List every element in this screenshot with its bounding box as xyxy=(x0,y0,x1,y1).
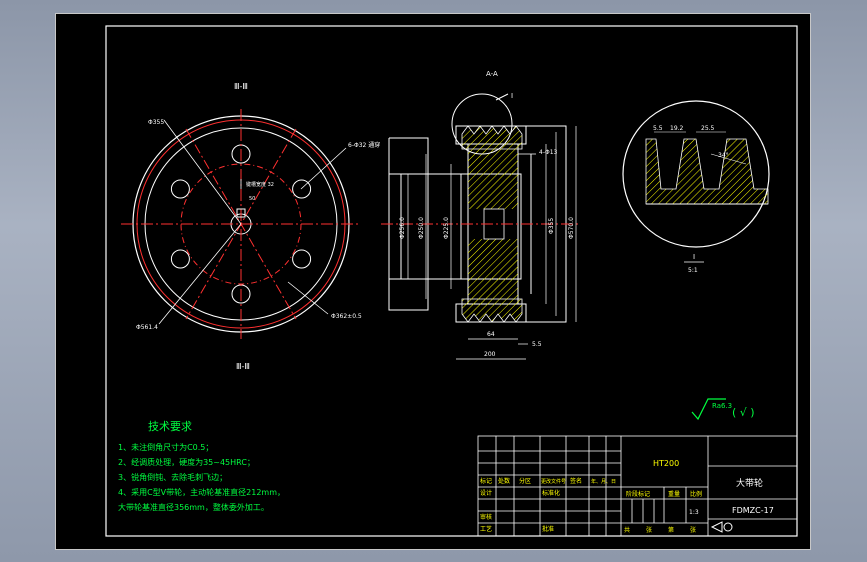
section-text: A-A I 4-Φ13 Φ256.0 Φ250.0 Φ225.0 Φ355 Φ5… xyxy=(399,70,575,358)
tb-r1: 标准化 xyxy=(542,489,560,497)
bolt-hole xyxy=(170,179,190,199)
section-label-top: Ⅲ-Ⅲ xyxy=(234,82,248,91)
tb-weight: 重量 xyxy=(668,490,680,498)
tb-s2: 第 xyxy=(668,526,674,534)
section-label-bottom: Ⅲ-Ⅲ xyxy=(236,362,250,371)
tb-s0: 共 xyxy=(624,526,630,534)
tb-material: HT200 xyxy=(653,459,679,468)
detail-marker-label: I xyxy=(511,92,513,100)
detail-text: 5.5 19.2 25.5 34° I 5:1 xyxy=(653,125,729,274)
tb-scale: 1:3 xyxy=(689,509,699,516)
tb-drawing-no: FDMZC-17 xyxy=(732,506,774,515)
tech-item: 2、经调质处理，硬度为35~45HRC； xyxy=(118,457,255,467)
dim-d2: Φ250.0 xyxy=(418,217,425,239)
section-title: A-A xyxy=(486,70,498,78)
title-block-text: HT200 大带轮 FDMZC-17 1:3 标记 处数 分区 更改文件号 签名… xyxy=(480,459,774,534)
section-hatching xyxy=(461,125,523,323)
roughness-value: Ra6.3 xyxy=(712,402,732,410)
detail-marker-circle xyxy=(451,93,513,155)
drawing-frame: Ⅲ-Ⅲ Ⅲ-Ⅲ Φ355 6-Φ32 通穿 Φ561.4 Φ362±0.5 键槽… xyxy=(55,13,811,550)
dim-hub: 50 xyxy=(249,196,255,202)
dim-step: 5.5 xyxy=(532,341,542,348)
tb-part-name: 大带轮 xyxy=(736,477,763,489)
hub-outline-left xyxy=(388,137,429,311)
dim-bore: Φ355 xyxy=(148,119,164,126)
inner-border xyxy=(105,25,798,537)
dim-d3: Φ225.0 xyxy=(443,217,450,239)
title-block xyxy=(477,435,798,537)
dim-bolt-holes: 6-Φ32 通穿 xyxy=(348,141,380,149)
tb-r3: 工艺 xyxy=(480,525,492,533)
left-view-text: Ⅲ-Ⅲ Ⅲ-Ⅲ Φ355 6-Φ32 通穿 Φ561.4 Φ362±0.5 键槽… xyxy=(136,82,380,371)
detail-view xyxy=(622,100,770,248)
bolt-hole xyxy=(292,179,312,199)
dim-outer: Φ561.4 xyxy=(136,324,158,331)
dim-groove: 4-Φ13 xyxy=(539,149,558,156)
cad-drawing: Ⅲ-Ⅲ Ⅲ-Ⅲ Φ355 6-Φ32 通穿 Φ561.4 Φ362±0.5 键槽… xyxy=(105,25,798,537)
bolt-hole xyxy=(292,249,312,269)
dim-d4: Φ355 xyxy=(548,218,555,234)
tb-h0: 标记 xyxy=(480,477,492,485)
tb-h1: 处数 xyxy=(498,477,510,485)
tb-h4: 签名 xyxy=(570,477,582,485)
detail-angle: 34° xyxy=(718,152,729,159)
tech-title: 技术要求 xyxy=(148,420,192,433)
leader-boltcircle xyxy=(287,281,329,315)
tb-s3: 张 xyxy=(690,526,696,534)
bolt-hole xyxy=(170,249,190,269)
section-dimensions xyxy=(407,126,577,360)
leader-bore xyxy=(163,119,242,225)
tech-item: 1、未注倒角尺寸为C0.5； xyxy=(118,442,213,452)
leader-outer xyxy=(158,223,242,325)
roughness-check: ( √ ) xyxy=(732,406,755,419)
detail-dim-2: 19.2 xyxy=(670,125,684,132)
dim-d5: Φ570.0 xyxy=(568,217,575,239)
detail-label: I xyxy=(693,253,695,261)
dim-d1: Φ256.0 xyxy=(399,217,406,239)
tb-stage: 阶段标记 xyxy=(626,490,650,498)
tech-item: 大带轮基准直径356mm，整体委外加工。 xyxy=(118,502,269,512)
tb-scale-label: 比例 xyxy=(690,490,702,498)
tb-h2: 分区 xyxy=(519,477,531,485)
dim-keyway: 键槽宽度 32 xyxy=(246,181,274,188)
tb-r0: 设计 xyxy=(480,489,492,497)
tech-requirements: 技术要求 1、未注倒角尺寸为C0.5； 2、经调质处理，硬度为35~45HRC；… xyxy=(118,420,285,512)
tech-item: 4、采用C型V带轮，主动轮基准直径212mm， xyxy=(118,487,285,497)
tb-h3: 更改文件号 xyxy=(541,478,566,485)
left-view xyxy=(121,109,361,339)
leader-bolt xyxy=(300,147,347,190)
dim-width: 200 xyxy=(484,351,496,358)
tb-s1: 张 xyxy=(646,526,652,534)
tb-h5: 年、月、日 xyxy=(591,478,616,485)
dim-bolt-circle: Φ362±0.5 xyxy=(331,313,362,320)
tech-item: 3、锐角倒钝、去除毛刺飞边； xyxy=(118,472,227,482)
keyway xyxy=(236,208,246,218)
detail-scale: 5:1 xyxy=(688,267,698,274)
roughness-symbol: Ra6.3 ( √ ) xyxy=(691,398,755,421)
tb-r4: 批准 xyxy=(542,525,554,533)
detail-marker-leader xyxy=(495,93,509,101)
projection-symbol-icon xyxy=(710,521,733,533)
detail-dim-1: 5.5 xyxy=(653,125,663,132)
tb-r2: 审核 xyxy=(480,513,492,521)
dim-hub-len: 64 xyxy=(487,331,495,338)
detail-dim-3: 25.5 xyxy=(701,125,715,132)
